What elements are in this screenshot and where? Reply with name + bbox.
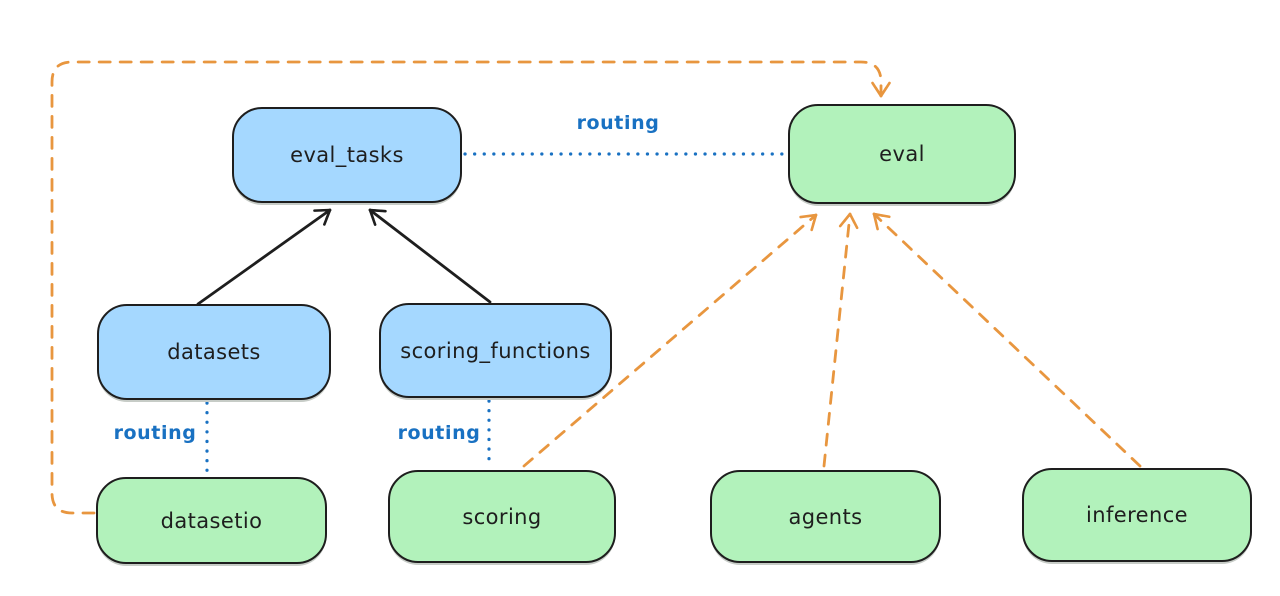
edge-agents-to-eval-dashed-arrow xyxy=(822,212,859,468)
routing-label-eval_tasks-eval: routing xyxy=(576,112,660,134)
node-datasetio-label: datasetio xyxy=(160,508,263,533)
node-eval_tasks: eval_tasks xyxy=(232,107,462,203)
node-eval_tasks-label: eval_tasks xyxy=(290,143,404,167)
node-datasets: datasets xyxy=(97,304,331,400)
edge-datasetio-to-eval-dashed-arrow xyxy=(50,60,891,515)
node-scoring: scoring xyxy=(388,470,616,563)
edge-datasets-to-eval_tasks-arrow xyxy=(196,208,332,306)
node-scoring_functions: scoring_functions xyxy=(379,303,612,398)
node-scoring-label: scoring xyxy=(462,504,542,529)
edge-inference-to-eval-dashed-arrow xyxy=(872,212,1142,468)
node-eval: eval xyxy=(788,104,1016,204)
node-inference: inference xyxy=(1022,468,1252,562)
node-eval-label: eval xyxy=(879,142,925,166)
edge-scoring_functions-to-eval_tasks-arrow xyxy=(368,208,492,304)
node-inference-label: inference xyxy=(1086,503,1188,527)
routing-label-scoring_functions-scoring: routing xyxy=(397,422,481,444)
node-scoring_functions-label: scoring_functions xyxy=(400,338,591,363)
node-agents-label: agents xyxy=(788,504,863,529)
node-datasets-label: datasets xyxy=(167,340,261,364)
routing-label-datasets-datasetio: routing xyxy=(113,422,197,444)
node-datasetio: datasetio xyxy=(96,477,327,564)
node-agents: agents xyxy=(710,470,941,563)
